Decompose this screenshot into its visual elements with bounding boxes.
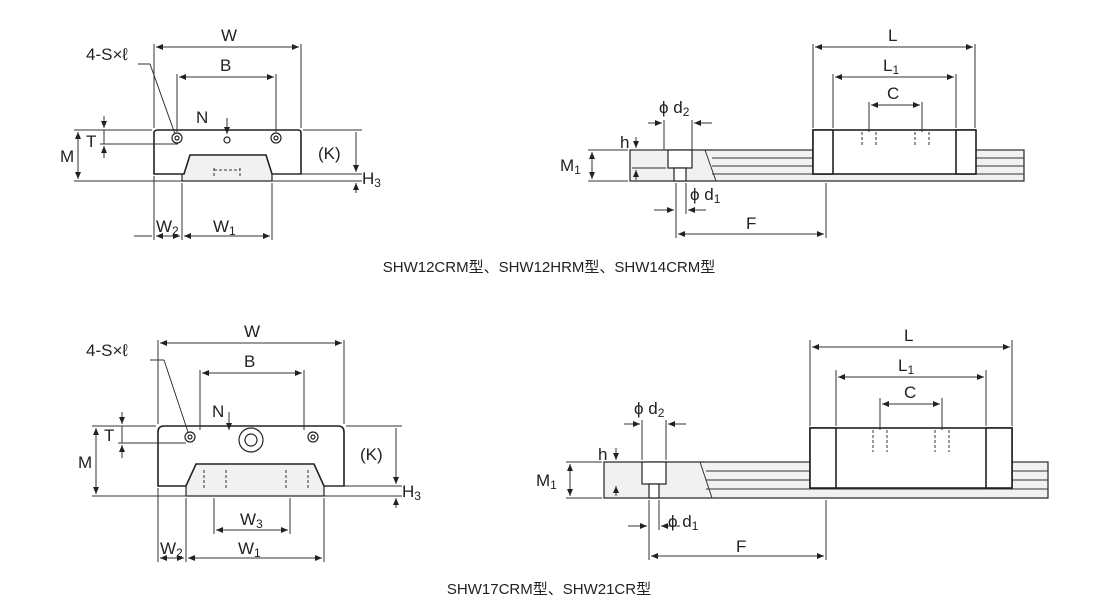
label-W1: W1 [213, 217, 236, 238]
label-C: C [904, 383, 916, 402]
label-L1-sub: 1 [892, 63, 899, 77]
label-T: T [86, 132, 96, 151]
end-seal [955, 129, 977, 175]
label-W: W [221, 26, 237, 45]
bolt-hole [673, 167, 687, 182]
label-d2-sub: 2 [658, 406, 665, 420]
label-B: B [244, 352, 255, 371]
label-N: N [212, 402, 224, 421]
label-d2-main: ϕ d [659, 98, 683, 117]
diagram2-caption: SHW17CRM型、SHW21CR型 [447, 581, 651, 598]
label-d1-main: ϕ d [668, 512, 692, 531]
hidden-line [861, 132, 930, 146]
label-H3: H3 [362, 169, 381, 190]
label-W2-sub: 2 [176, 546, 183, 560]
mount-hole-inner [273, 135, 279, 141]
label-d2: ϕ d2 [659, 98, 690, 119]
label-W: W [244, 322, 260, 341]
label-M1-main: M [560, 156, 574, 175]
label-B: B [220, 56, 231, 75]
diagram2-side-view: L L1 C ϕ d2 h M1 ϕ d1 F [536, 326, 1049, 560]
label-d2-main: ϕ d [634, 399, 658, 418]
label-K: (K) [318, 144, 341, 163]
label-h: h [620, 133, 629, 152]
label-W1-main: W [213, 217, 229, 236]
label-h: h [598, 445, 607, 464]
diagram1-caption: SHW12CRM型、SHW12HRM型、SHW14CRM型 [383, 259, 716, 276]
mount-hole-inner [310, 434, 316, 440]
label-L1: L1 [898, 356, 914, 377]
label-C: C [887, 84, 899, 103]
label-L1-sub: 1 [907, 363, 914, 377]
label-M1-sub: 1 [574, 163, 581, 177]
label-H3-main: H [362, 169, 374, 188]
label-d1-sub: 1 [692, 519, 699, 533]
diagram2-end-view: W 4-S×ℓ B N T M (K) H3 W3 W2 W1 [78, 322, 421, 562]
label-M1: M1 [560, 156, 581, 177]
label-W2-main: W [156, 217, 172, 236]
label-W1-main: W [238, 539, 254, 558]
label-d1-sub: 1 [714, 192, 721, 206]
counterbore [641, 461, 667, 485]
block-side [809, 427, 1013, 489]
rail-break-line [699, 461, 713, 499]
label-W1-sub: 1 [229, 224, 236, 238]
bolt-hole [648, 483, 660, 499]
label-H3-main: H [402, 482, 414, 501]
leader-line [149, 63, 176, 135]
diagram1-end-view: W 4-S×ℓ B N T M (K) H3 W2 W1 [60, 26, 381, 240]
label-d1: ϕ d1 [668, 512, 699, 533]
label-W3-main: W [240, 510, 256, 529]
grease-nipple-hole [244, 433, 258, 447]
label-K: (K) [360, 445, 383, 464]
label-M: M [60, 147, 74, 166]
label-L1-main: L [883, 56, 892, 75]
label-F: F [736, 537, 746, 556]
label-W3-sub: 3 [256, 517, 263, 531]
label-S: 4-S×ℓ [86, 45, 128, 64]
label-W2-main: W [160, 539, 176, 558]
label-N: N [196, 108, 208, 127]
label-M1: M1 [536, 471, 557, 492]
label-d1-main: ϕ d [690, 185, 714, 204]
block-section [157, 425, 345, 487]
label-L: L [904, 326, 913, 345]
end-seal [985, 427, 1013, 489]
mount-hole-inner [174, 135, 180, 141]
label-d2-sub: 2 [683, 105, 690, 119]
counterbore [667, 149, 693, 169]
label-d1: ϕ d1 [690, 185, 721, 206]
label-W3: W3 [240, 510, 263, 531]
label-M: M [78, 453, 92, 472]
end-seal [809, 427, 837, 489]
label-T: T [104, 426, 114, 445]
label-L1: L1 [883, 56, 899, 77]
label-F: F [746, 214, 756, 233]
end-seal [812, 129, 834, 175]
label-L: L [888, 26, 897, 45]
rail-break-line [704, 149, 717, 182]
hidden-line [872, 430, 950, 452]
label-S: 4-S×ℓ [86, 341, 128, 360]
label-d2: ϕ d2 [634, 399, 665, 420]
label-H3-sub: 3 [414, 489, 421, 503]
label-W1-sub: 1 [254, 546, 261, 560]
label-H3-sub: 3 [374, 176, 381, 190]
label-H3: H3 [402, 482, 421, 503]
label-W2: W2 [156, 217, 179, 238]
label-W2-sub: 2 [172, 224, 179, 238]
mount-hole-inner [187, 434, 193, 440]
block-side [812, 129, 976, 175]
label-L1-main: L [898, 356, 907, 375]
label-W1: W1 [238, 539, 261, 560]
diagram1-side-view: L L1 C ϕ d2 h M1 ϕ d1 F [560, 26, 1025, 238]
label-M1-sub: 1 [550, 478, 557, 492]
label-W2: W2 [160, 539, 183, 560]
hidden-line [213, 168, 241, 178]
label-M1-main: M [536, 471, 550, 490]
leader-line [163, 359, 189, 433]
block-section [153, 129, 302, 175]
grease-nipple-hole [223, 136, 231, 144]
